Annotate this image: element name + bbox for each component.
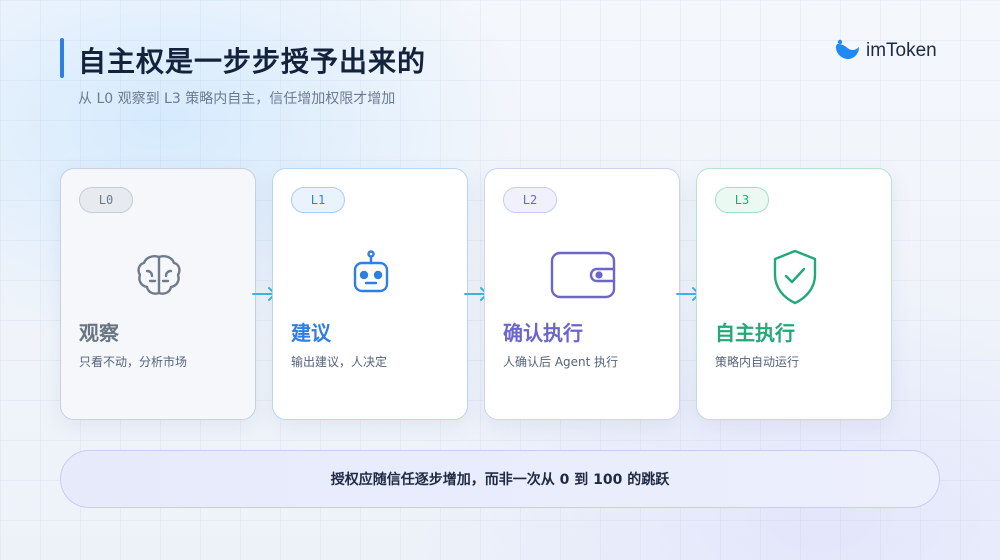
brain-icon: [133, 249, 185, 301]
level-description: 只看不动，分析市场: [79, 355, 188, 369]
summary-text: 授权应随信任逐步增加，而非一次从 0 到 100 的跳跃: [330, 472, 670, 488]
brand-name: imToken: [866, 40, 937, 61]
level-badge: L0: [79, 187, 133, 213]
level-description: 输出建议，人决定: [291, 355, 388, 369]
level-card-l0: L0 观察 只看不动，分析市场: [60, 168, 256, 420]
level-title: 确认执行: [503, 321, 583, 345]
level-badge: L2: [503, 187, 557, 213]
level-title: 建议: [291, 321, 331, 345]
summary-banner: 授权应随信任逐步增加，而非一次从 0 到 100 的跳跃: [60, 450, 940, 508]
page-title: 自主权是一步步授予出来的: [78, 45, 427, 78]
level-title: 自主执行: [715, 321, 795, 345]
page-subtitle: 从 L0 观察到 L3 策略内自主，信任增加权限才增加: [78, 91, 396, 107]
level-card-l1: L1 建议 输出建议，人决定: [272, 168, 468, 420]
level-title: 观察: [79, 321, 119, 345]
title-accent-bar: [60, 38, 64, 78]
level-description: 策略内自动运行: [715, 355, 800, 369]
imtoken-logo-icon: [834, 38, 860, 64]
level-badge: L1: [291, 187, 345, 213]
shield-check-icon: [769, 249, 821, 305]
level-description: 人确认后 Agent 执行: [503, 355, 619, 369]
level-card-l2: L2 确认执行 人确认后 Agent 执行: [484, 168, 680, 420]
level-card-l3: L3 自主执行 策略内自动运行: [696, 168, 892, 420]
brand-logo: imToken: [834, 38, 937, 64]
level-badge: L3: [715, 187, 769, 213]
robot-icon: [345, 249, 397, 301]
wallet-icon: [549, 249, 617, 301]
